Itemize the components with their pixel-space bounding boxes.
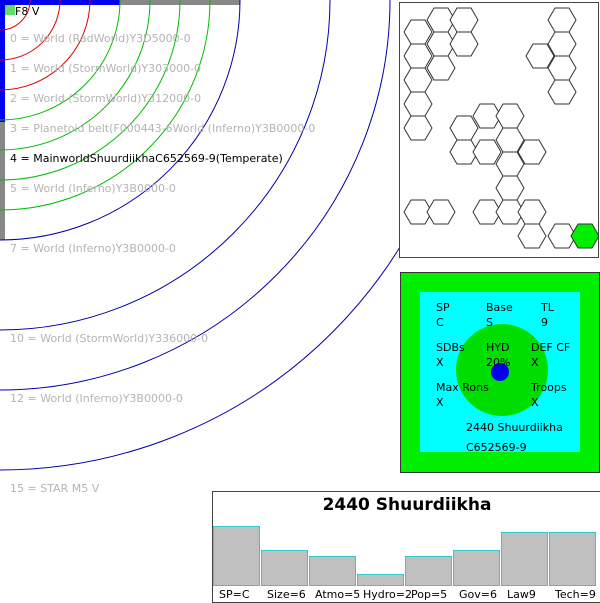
orbit-label[interactable]: 2 = World (StormWorld)Y312000-0 [10,92,202,105]
profile-title: 2440 Shuurdiikha [322,495,492,515]
sdbs-label: SDBs [436,341,465,354]
hex-cell[interactable] [426,199,456,225]
orbit-arc [0,0,121,121]
orbit-arc [0,0,181,181]
hex-cell[interactable] [449,115,479,141]
profile-bar-label: Tech=9 [555,588,596,601]
orbit-label[interactable]: 1 = World (StormWorld)Y303000-0 [10,62,202,75]
orbit-label[interactable]: 10 = World (StormWorld)Y336000-0 [10,332,209,345]
profile-bar-label: Pop=5 [411,588,448,601]
star-label: F8 V [15,5,40,18]
hex-cell[interactable] [403,91,433,117]
sp-value: C [436,316,444,329]
hex-cell[interactable] [495,175,525,201]
hex-cell[interactable] [525,43,555,69]
tl-label: TL [541,301,554,314]
orbit-arc [0,0,331,331]
profile-bar [501,532,548,586]
world-card: SP C Base S TL 9 SDBs X HYD 20% DEF CF X… [400,272,600,473]
hex-cell[interactable] [403,115,433,141]
def-label: DEF CF [531,341,571,354]
hyd-label: HYD [486,341,510,354]
left-border-blue [0,0,5,122]
orbit-arcs [0,0,400,471]
hex-cell[interactable] [517,199,547,225]
orbit-diagram [0,0,400,471]
hex-cell[interactable] [547,7,577,33]
def-value: X [531,356,539,369]
orbit-label[interactable]: 0 = World (RadWorld)Y3D5000-0 [10,32,191,45]
hex-cell[interactable] [403,43,433,69]
profile-bar-label: Law9 [507,588,536,601]
sdbs-value: X [436,356,444,369]
orbit-label-mainworld[interactable]: 4 = MainworldShuurdiikhaC652569-9(Temper… [10,152,283,165]
orbit-arc [0,0,241,241]
orbit-label[interactable]: 7 = World (Inferno)Y3B0000-0 [10,242,176,255]
star-marker [5,5,15,15]
troops-value: X [531,396,539,409]
orbit-arc [0,0,61,61]
profile-bar [213,526,260,586]
orbit-label[interactable]: 3 = Planetoid belt(F000443-6World (Infer… [10,122,316,135]
world-uwp: C652569-9 [466,441,527,454]
hex-cell-current[interactable] [570,223,598,249]
hex-map[interactable] [399,2,599,258]
hex-cell[interactable] [517,223,547,249]
hex-cell[interactable] [403,67,433,93]
tl-value: 9 [541,316,548,329]
world-card-inner: SP C Base S TL 9 SDBs X HYD 20% DEF CF X… [420,292,580,454]
base-value: S [486,316,493,329]
hyd-value: 20% [486,356,511,369]
profile-bar-label: Hydro=2 [363,588,412,601]
orbit-label[interactable]: 15 = STAR M5 V [10,482,100,495]
profile-bar-label: Size=6 [267,588,306,601]
profile-bar-label: Gov=6 [459,588,497,601]
maxrons-value: X [436,396,444,409]
orbit-label[interactable]: 5 = World (Inferno)Y3B0000-0 [10,182,176,195]
profile-bar [309,556,356,586]
orbit-label[interactable]: 12 = World (Inferno)Y3B0000-0 [10,392,183,405]
hex-cell[interactable] [517,139,547,165]
maxrons-label: Max Rons [436,381,489,394]
hex-cell[interactable] [426,55,456,81]
hex-cell[interactable] [449,31,479,57]
orbit-arc [0,0,91,91]
troops-label: Troops [531,381,567,394]
hex-cell[interactable] [495,103,525,129]
orbit-arc [0,245,400,471]
profile-bar-label: Atmo=5 [315,588,361,601]
orbit-arc [0,0,151,151]
profile-bar [261,550,308,586]
orbit-arc [0,0,391,391]
sp-label: SP [436,301,450,314]
orbit-arc [0,0,211,211]
base-label: Base [486,301,513,314]
profile-bar [405,556,452,586]
world-core [491,363,509,381]
orbit-arc [0,0,31,31]
profile-bar-label: SP=C [219,588,250,601]
profile-bar [549,532,596,586]
hex-cell[interactable] [403,19,433,45]
hex-cell[interactable] [547,79,577,105]
profile-bar [357,574,404,586]
hex-cell[interactable] [472,139,502,165]
hex-cell[interactable] [449,7,479,33]
world-name: 2440 Shuurdiikha [466,421,563,434]
profile-bar [453,550,500,586]
